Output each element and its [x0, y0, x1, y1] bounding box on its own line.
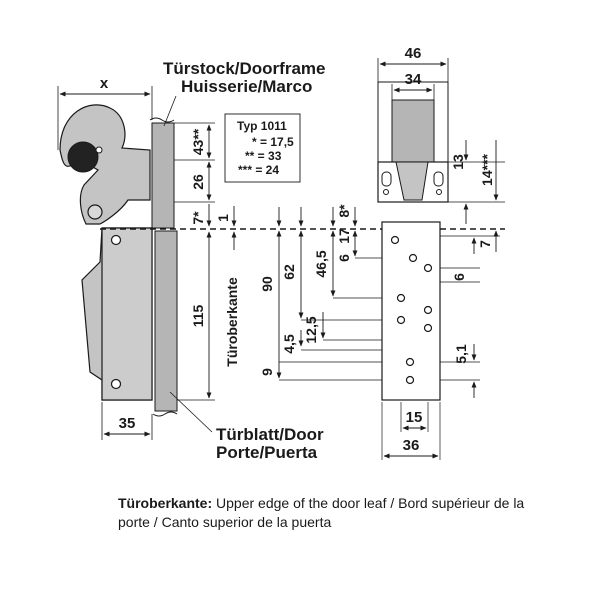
hinge-joint: [87, 204, 103, 220]
dim-6b: 6: [451, 273, 467, 281]
dim-1: 1: [215, 214, 231, 222]
type-box: Typ 1011 * = 17,5 ** = 33 *** = 24: [224, 113, 301, 183]
dim-7: 7: [477, 240, 493, 248]
dim-46: 46: [405, 45, 422, 62]
door-label-2: Porte/Puerta: [216, 443, 318, 462]
caption-text: Upper edge of the door leaf / Bord supér…: [118, 495, 525, 530]
doorframe-bar: [151, 122, 175, 229]
dim-7s: 7*: [190, 211, 206, 225]
bracket-slot-right: [433, 171, 444, 187]
screw-bottom: [110, 378, 122, 390]
dim-15: 15: [406, 409, 423, 426]
dim-90: 90: [259, 276, 275, 292]
door-break-line: [152, 411, 178, 417]
bracket-center: [395, 161, 429, 201]
dim-34: 34: [405, 71, 422, 88]
bracket-upper: [391, 99, 435, 163]
front-view: 46 34 13 14***: [377, 45, 505, 460]
dim-12-5: 12,5: [303, 316, 319, 343]
caption: Türoberkante: Upper edge of the door lea…: [118, 494, 548, 532]
type-row-1: * = 17,5: [252, 135, 294, 149]
dim-4-5: 4,5: [281, 334, 297, 354]
dim-9: 9: [259, 368, 275, 376]
dim-17: 17: [336, 228, 352, 244]
door-edge-label: Türoberkante: [224, 277, 240, 367]
dim-8s: 8*: [336, 204, 352, 218]
dim-62: 62: [281, 264, 297, 280]
screw-top: [110, 234, 122, 246]
dim-115: 115: [190, 304, 206, 327]
type-row-2: ** = 33: [245, 149, 282, 163]
side-view: x 35 43** 26 7* 1 115 Türoberkante: [57, 75, 240, 440]
bracket-slot-left: [381, 171, 392, 187]
door-label-1: Türblatt/Door: [216, 425, 324, 444]
doorframe-label-2: Huisserie/Marco: [181, 77, 312, 96]
dim-35: 35: [119, 415, 136, 432]
dim-26: 26: [190, 174, 206, 190]
doorframe-leader: [163, 95, 177, 127]
type-row-3: *** = 24: [238, 163, 279, 177]
mounting-holes: [390, 235, 433, 385]
dim-36: 36: [403, 437, 420, 454]
roller: [67, 141, 99, 173]
door-leader: [169, 391, 213, 433]
dim-14: 14***: [479, 153, 495, 185]
type-title: Typ 1011: [237, 119, 287, 133]
dim-5-1: 5,1: [453, 344, 469, 364]
dim-6: 6: [336, 254, 352, 262]
dim-43: 43**: [190, 128, 206, 155]
x-label: x: [100, 75, 109, 92]
closer-body-face: [101, 227, 153, 401]
dim-13: 13: [450, 154, 466, 170]
door-leaf-bar: [154, 230, 178, 412]
frame-break-line: [149, 117, 175, 123]
dim-46-5: 46,5: [313, 250, 329, 277]
roller-axis: [95, 146, 103, 154]
caption-term: Türoberkante:: [118, 495, 213, 511]
doorframe-label-1: Türstock/Doorframe: [163, 59, 325, 78]
hole-dimensions: 90 62 46,5 6 17 8* 4,5 12,5 9: [259, 204, 400, 381]
